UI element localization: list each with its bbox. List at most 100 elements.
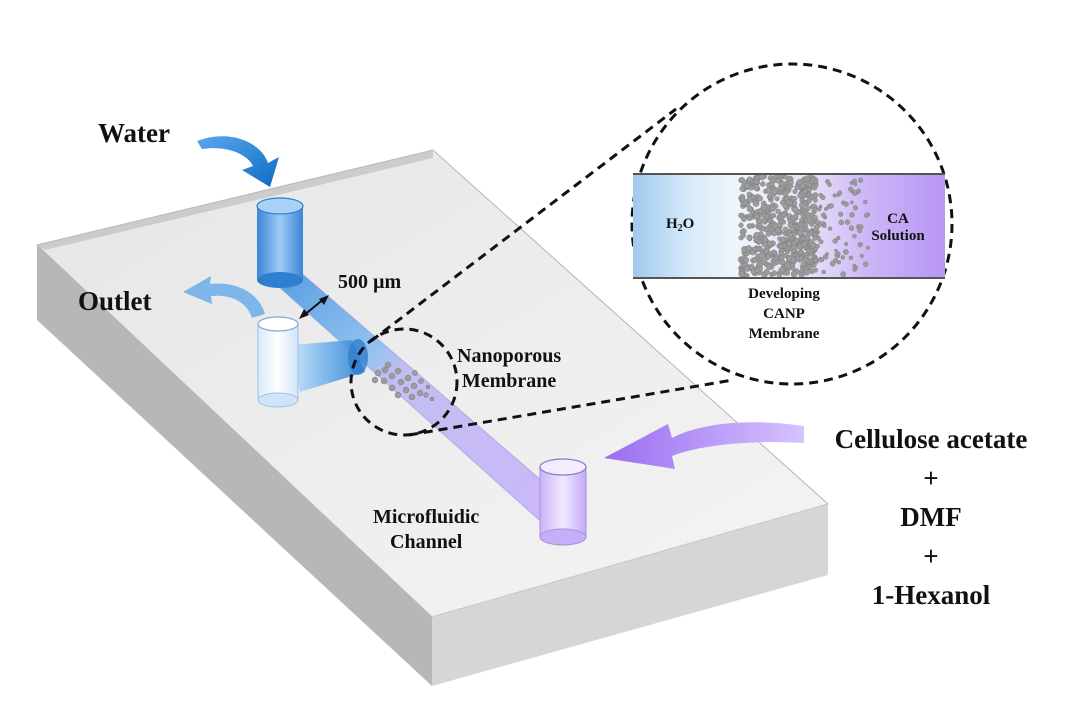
particle	[775, 227, 782, 234]
particle	[850, 200, 854, 205]
particle	[802, 188, 808, 195]
particle	[840, 255, 845, 260]
particle	[752, 246, 758, 252]
particle	[753, 232, 760, 239]
chip-left-face	[37, 245, 432, 686]
inlet-mixture-line: +	[923, 463, 939, 493]
particle	[813, 226, 818, 232]
particle	[782, 226, 789, 233]
caption-line: Developing	[748, 286, 820, 302]
particle	[785, 199, 791, 206]
particle	[863, 213, 869, 218]
nanoporous-label-line1: Nanoporous	[457, 345, 562, 367]
particle	[746, 206, 753, 213]
particle	[832, 238, 838, 244]
zoom-indicator	[349, 62, 954, 437]
particle	[838, 219, 844, 226]
particle	[813, 197, 818, 203]
particle	[782, 252, 789, 259]
particle	[780, 236, 786, 243]
channel-body	[268, 265, 578, 528]
particle	[852, 263, 857, 268]
particle	[774, 196, 780, 202]
particle	[824, 206, 829, 211]
particle	[840, 271, 847, 277]
particle	[849, 212, 855, 218]
particle	[746, 234, 753, 241]
inset-water-label: H2O	[666, 216, 694, 234]
particle	[800, 235, 806, 241]
particle	[803, 223, 809, 229]
particle	[743, 265, 751, 272]
particle	[843, 201, 849, 207]
particle	[770, 249, 777, 256]
particle	[787, 222, 793, 228]
particle	[801, 241, 808, 248]
particle	[796, 229, 804, 237]
particle	[757, 223, 763, 229]
particle	[753, 213, 760, 220]
particle	[816, 206, 822, 212]
particle	[739, 185, 746, 192]
particle	[746, 191, 752, 197]
outlet-label: Outlet	[78, 286, 152, 316]
particle	[792, 188, 798, 194]
microfluidic-label-line2: Channel	[390, 531, 463, 553]
caption-line: Membrane	[748, 326, 820, 342]
particle	[773, 174, 779, 179]
water-arrow-icon	[197, 136, 279, 187]
particle	[836, 235, 841, 241]
particle	[769, 205, 776, 212]
particle	[752, 184, 760, 191]
particle	[758, 252, 766, 259]
particle	[760, 217, 767, 224]
particle	[834, 248, 838, 253]
particle	[857, 242, 863, 248]
particle	[798, 202, 806, 209]
particle	[786, 255, 792, 262]
particle	[783, 174, 789, 180]
particle	[745, 245, 752, 252]
inset-ca-solution-label: CA Solution	[862, 211, 934, 245]
particle	[769, 181, 775, 187]
inlet-mixture-line: 1-Hexanol	[871, 580, 991, 610]
particle	[739, 177, 746, 184]
particle	[825, 179, 830, 185]
particle	[863, 261, 869, 267]
particle	[857, 177, 864, 183]
particle	[798, 271, 805, 278]
particle	[832, 193, 837, 198]
particle	[740, 233, 746, 239]
inset-channel	[633, 173, 945, 279]
channel-width-label: 500 µm	[338, 271, 402, 293]
particle	[836, 260, 841, 265]
particle	[765, 230, 772, 237]
particle	[820, 221, 825, 226]
particle	[788, 179, 794, 186]
particle	[853, 182, 858, 187]
particle	[797, 193, 803, 199]
particle	[794, 237, 800, 244]
ca-inlet-arrow-icon	[604, 422, 804, 469]
particle	[776, 272, 783, 278]
particle	[828, 203, 834, 209]
particle	[782, 190, 789, 197]
outlet-arrow-icon	[183, 276, 265, 318]
particle	[813, 232, 818, 237]
particle	[760, 258, 768, 265]
ca-solution-line1: CA	[887, 211, 909, 227]
microfluidic-channel-label: Microfluidic Channel	[373, 505, 479, 555]
caption-line: CANP	[763, 306, 805, 322]
particle	[778, 244, 784, 250]
ca-solution-line2: Solution	[871, 228, 925, 244]
particle	[809, 242, 817, 249]
particle	[800, 261, 807, 268]
particle	[829, 260, 836, 267]
particle	[843, 249, 849, 255]
particle	[798, 250, 804, 256]
particle	[806, 248, 812, 254]
particle	[837, 190, 843, 196]
particle	[814, 219, 821, 225]
